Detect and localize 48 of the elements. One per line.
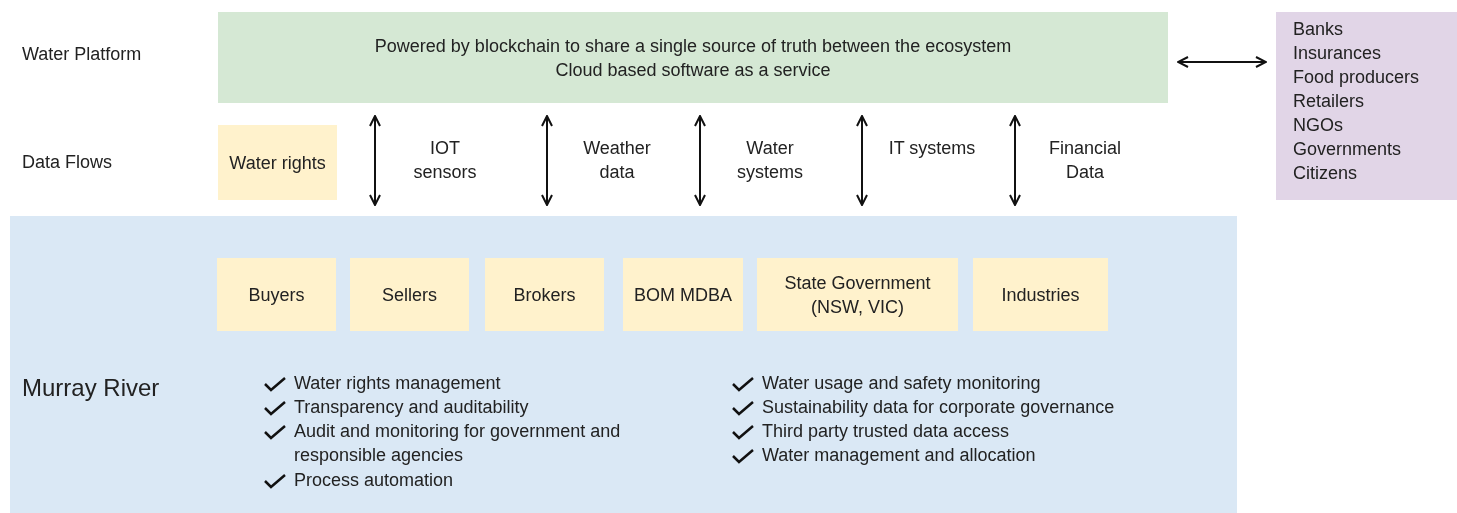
platform-box: [218, 12, 1168, 103]
description-text: Cloud based software as a service: [555, 58, 831, 82]
row-label: Data Flows: [22, 151, 114, 174]
edge-label: IOT sensors: [412, 137, 478, 184]
benefit-text: Sustainability data for corporate governance: [762, 396, 1116, 419]
list-item: Insurances: [1293, 42, 1383, 65]
benefit-text: Process automation: [294, 469, 455, 492]
stakeholder-box: [623, 258, 743, 331]
list-item: Food producers: [1293, 66, 1421, 89]
list-item: Governments: [1293, 138, 1403, 161]
edge-label: Financial Data: [1047, 137, 1122, 184]
node-label: Sellers: [382, 283, 437, 307]
double-arrow: [369, 115, 381, 206]
double-arrow: [1009, 115, 1021, 206]
node-label: State Government (NSW, VIC): [783, 271, 932, 319]
double-arrow: [856, 115, 868, 206]
benefit-text: Transparency and auditability: [294, 396, 530, 419]
node-label: BOM MDBA: [634, 283, 732, 307]
benefit-text: Water rights management: [294, 372, 502, 395]
stakeholder-box: [757, 258, 958, 331]
edge-label: Water systems: [736, 137, 804, 184]
benefit-text: Third party trusted data access: [762, 420, 1011, 443]
node-label: Industries: [1001, 283, 1080, 307]
node-label: Brokers: [513, 283, 576, 307]
edge-label: Weather data: [582, 137, 652, 184]
stakeholder-box: [973, 258, 1108, 331]
double-arrow: [1177, 56, 1267, 68]
benefit-text: Water management and allocation: [762, 444, 1037, 467]
double-arrow: [694, 115, 706, 206]
benefit-text: Audit and monitoring for government and responsible agencies: [294, 420, 622, 467]
region-panel: [10, 216, 1237, 513]
list-item: NGOs: [1293, 114, 1344, 137]
list-item: Citizens: [1293, 162, 1359, 185]
stakeholder-box: [217, 258, 336, 331]
list-item: Banks: [1293, 18, 1345, 41]
stakeholder-box: [350, 258, 469, 331]
stakeholder-box: [1276, 12, 1457, 200]
description-text: Powered by blockchain to share a single source of truth between the ecosystem: [374, 34, 1012, 58]
list-item: Retailers: [1293, 90, 1366, 113]
node-label: Buyers: [248, 283, 305, 307]
node-label: Water rights: [229, 151, 326, 175]
edge-label: IT systems: [887, 137, 977, 160]
double-arrow: [541, 115, 553, 206]
data-box: [218, 125, 337, 200]
stakeholder-box: [485, 258, 604, 331]
benefit-text: Water usage and safety monitoring: [762, 372, 1042, 395]
region-title: Murray River: [22, 373, 160, 403]
row-label: Water Platform: [22, 43, 143, 66]
